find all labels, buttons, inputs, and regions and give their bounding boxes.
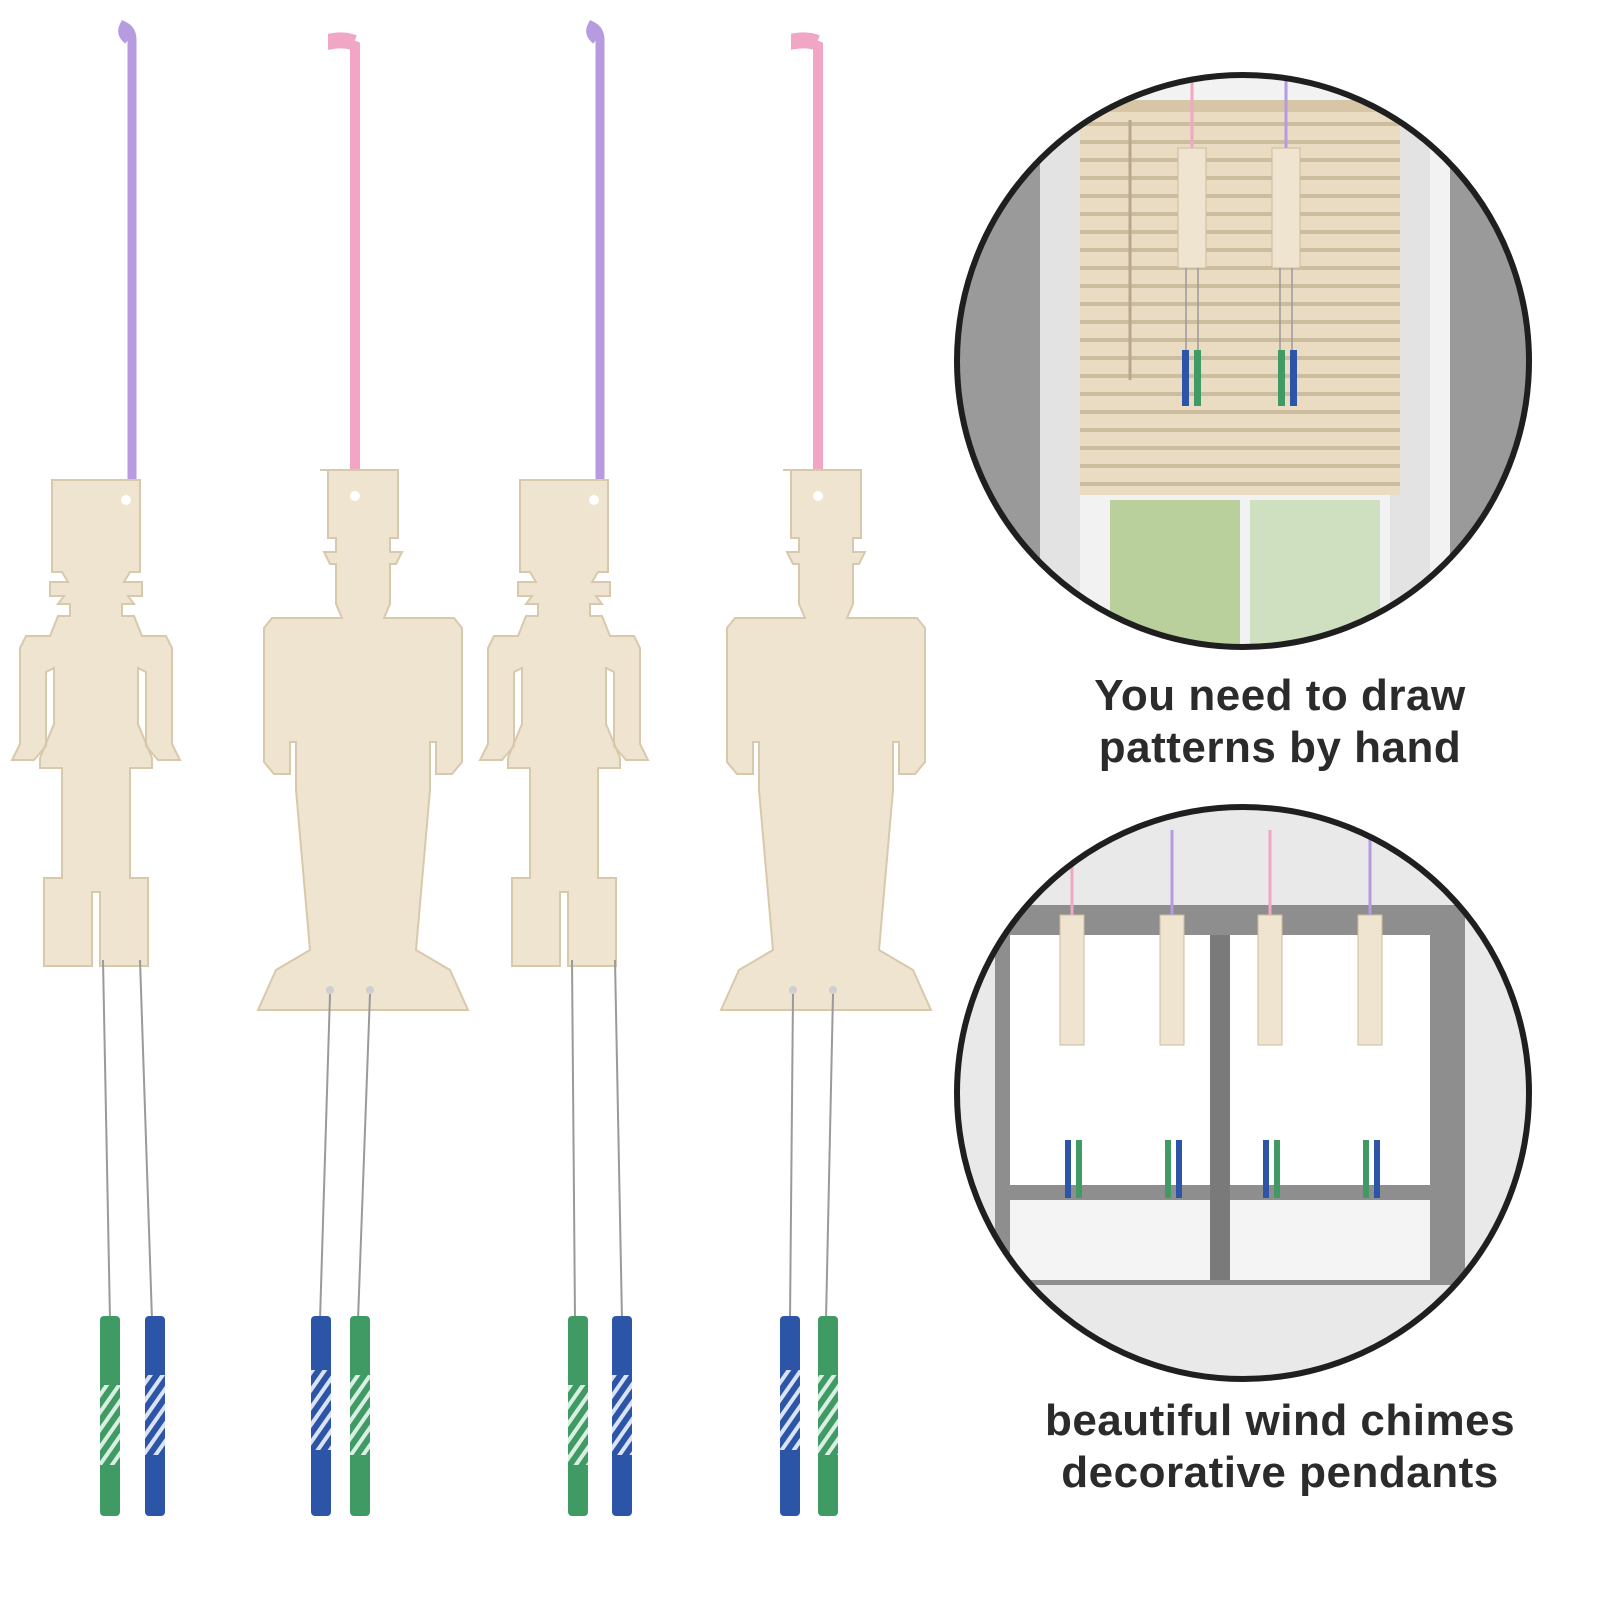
product-1: [11, 19, 181, 1516]
product-2: [257, 32, 469, 1516]
caption-bottom-line-2: decorative pendants: [1061, 1448, 1499, 1497]
caption-top-line-1: You need to draw: [1094, 671, 1466, 720]
caption-bottom-line-1: beautiful wind chimes: [1044, 1396, 1516, 1445]
inset-window-blind: [954, 72, 1532, 650]
product-3: [479, 19, 649, 1516]
caption-wind-chimes: beautiful wind chimes decorative pendant…: [960, 1395, 1600, 1499]
caption-top-line-2: patterns by hand: [1098, 723, 1462, 772]
inset-window-frame: [954, 804, 1532, 1382]
product-4: [720, 32, 932, 1516]
caption-draw-patterns: You need to draw patterns by hand: [1000, 670, 1560, 774]
